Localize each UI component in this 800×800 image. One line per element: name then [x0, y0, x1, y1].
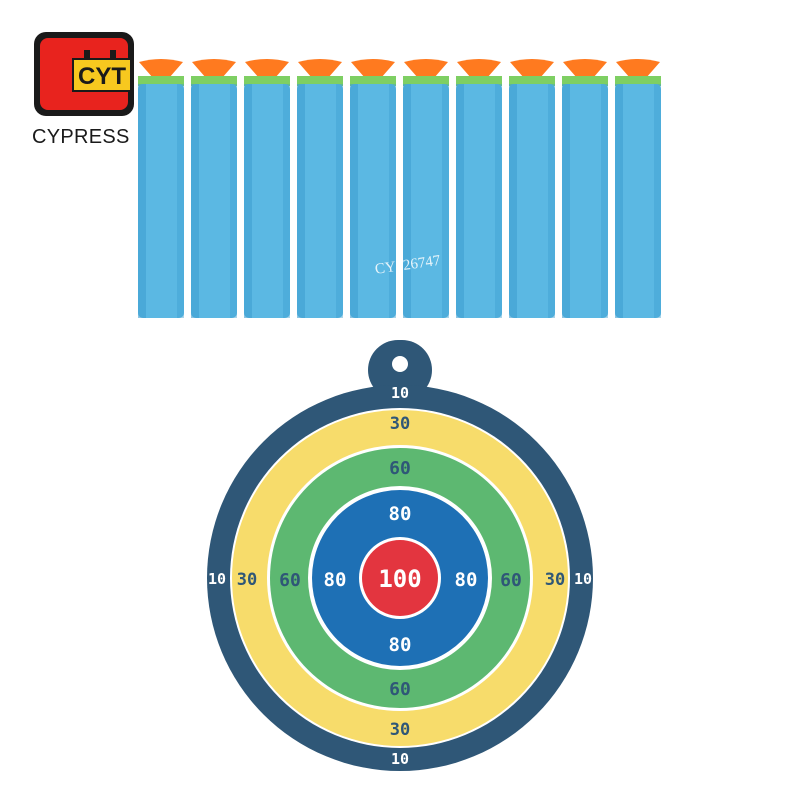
- foam-dart-body: [509, 84, 555, 318]
- score-60-top: 60: [389, 458, 411, 479]
- dart-tip-ring: [297, 76, 343, 86]
- foam-dart: [509, 59, 555, 318]
- score-30-bottom: 30: [390, 720, 410, 740]
- foam-dart-shade: [350, 84, 358, 318]
- foam-dart: [297, 59, 343, 318]
- score-80-left: 80: [324, 569, 347, 591]
- suction-cup-tip: [404, 59, 448, 78]
- score-60-left: 60: [279, 570, 301, 591]
- score-60-right: 60: [500, 570, 522, 591]
- logo-badge: CYT: [34, 32, 134, 116]
- score-10-top: 10: [391, 384, 409, 402]
- dart-tip-ring: [138, 76, 184, 86]
- bullseye: [362, 540, 438, 616]
- foam-dart: [456, 59, 502, 318]
- foam-dart-shade: [244, 84, 252, 318]
- foam-dart-shade: [601, 84, 608, 318]
- suction-cup-tip: [298, 59, 342, 78]
- score-80-bottom: 80: [389, 634, 412, 656]
- foam-dart-body: [403, 84, 449, 318]
- foam-dart-shade: [336, 84, 343, 318]
- foam-dart-shade: [548, 84, 555, 318]
- foam-dart-shade: [403, 84, 411, 318]
- dart-tip-ring: [509, 76, 555, 86]
- score-30-top: 30: [390, 414, 410, 434]
- brand-logo: CYT CYPRESS: [32, 32, 144, 152]
- foam-dart-shade: [177, 84, 184, 318]
- foam-dart: [350, 59, 396, 318]
- foam-dart-shade: [456, 84, 464, 318]
- dart-tip-ring: [456, 76, 502, 86]
- foam-dart: [615, 59, 661, 318]
- dart-tip-ring: [615, 76, 661, 86]
- foam-dart-body: [562, 84, 608, 318]
- foam-dart-body: [615, 84, 661, 318]
- score-bullseye: 100: [378, 565, 421, 593]
- foam-dart: [244, 59, 290, 318]
- score-80-right: 80: [455, 569, 478, 591]
- suction-cup-tip: [563, 59, 607, 78]
- foam-dart-body: [191, 84, 237, 318]
- foam-dart-shade: [297, 84, 305, 318]
- suction-cup-tip: [510, 59, 554, 78]
- dart-tip-ring: [191, 76, 237, 86]
- dart-tip-ring: [350, 76, 396, 86]
- foam-dart: [191, 59, 237, 318]
- logo-letters: CYT: [78, 63, 126, 90]
- foam-dart-shade: [191, 84, 199, 318]
- suction-cup-tip: [245, 59, 289, 78]
- foam-dart-shade: [654, 84, 661, 318]
- suction-cup-tip: [139, 59, 183, 78]
- foam-dart-body: [138, 84, 184, 318]
- suction-cup-tip: [192, 59, 236, 78]
- foam-dart: [138, 59, 184, 318]
- dart-tip-ring: [244, 76, 290, 86]
- hanger-hole: [392, 356, 408, 372]
- suction-cup-tip: [457, 59, 501, 78]
- foam-dart-shade: [138, 84, 146, 318]
- score-10-bottom: 10: [391, 750, 409, 768]
- score-10-right: 10: [574, 570, 592, 588]
- foam-dart-body: [350, 84, 396, 318]
- foam-dart-shade: [615, 84, 623, 318]
- foam-darts: [138, 59, 661, 318]
- score-30-left: 30: [237, 570, 257, 590]
- foam-dart: [403, 59, 449, 318]
- dart-tip-ring: [403, 76, 449, 86]
- score-80-top: 80: [389, 503, 412, 525]
- suction-cup-tip: [351, 59, 395, 78]
- foam-dart-body: [456, 84, 502, 318]
- foam-dart-body: [244, 84, 290, 318]
- brand-name: CYPRESS: [32, 126, 130, 148]
- foam-dart-shade: [230, 84, 237, 318]
- score-60-bottom: 60: [389, 679, 411, 700]
- foam-dart: [562, 59, 608, 318]
- suction-cup-tip: [616, 59, 660, 78]
- foam-dart-shade: [283, 84, 290, 318]
- dart-tip-ring: [562, 76, 608, 86]
- foam-dart-shade: [562, 84, 570, 318]
- foam-dart-body: [297, 84, 343, 318]
- score-10-left: 10: [208, 570, 226, 588]
- foam-dart-shade: [495, 84, 502, 318]
- foam-dart-shade: [389, 84, 396, 318]
- foam-dart-shade: [509, 84, 517, 318]
- score-30-right: 30: [545, 570, 565, 590]
- foam-dart-shade: [442, 84, 449, 318]
- logo-mark: CYT: [72, 50, 132, 92]
